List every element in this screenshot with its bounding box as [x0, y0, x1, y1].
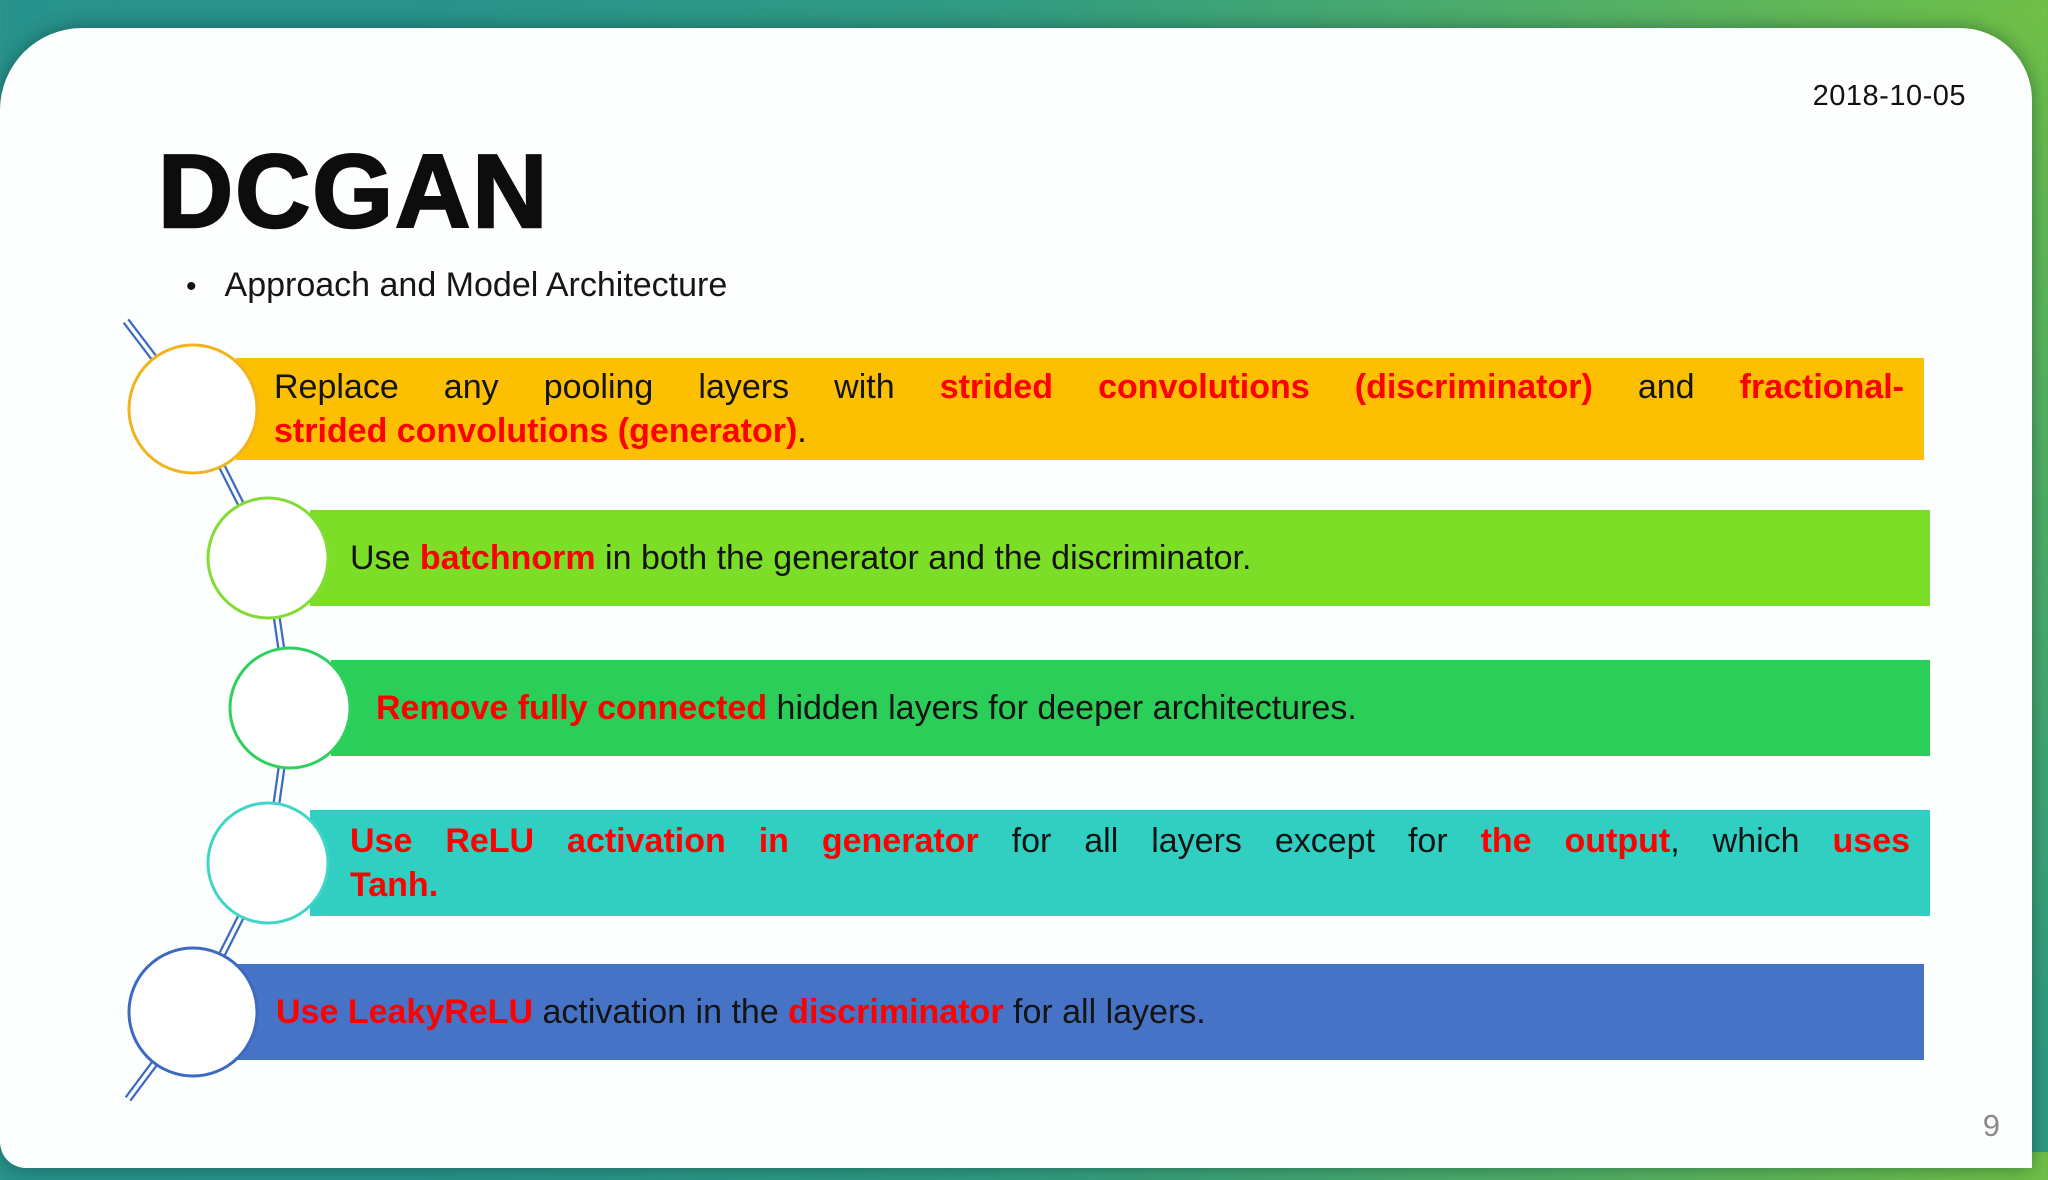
emphasis-text: the output — [1480, 822, 1671, 860]
emphasis-text: strided convolutions (generator) — [274, 412, 798, 450]
bar-text-line: Use ReLU activation in generator for all… — [350, 819, 1910, 863]
emphasis-text: Use ReLU activation in generator — [350, 822, 979, 860]
bar-text: Use — [350, 539, 420, 577]
bar-text-line: Use batchnorm in both the generator and … — [350, 536, 1910, 580]
bar-text: for all layers except for — [978, 822, 1481, 860]
bar-text: for all layers. — [1003, 993, 1206, 1031]
emphasis-text: Tanh. — [350, 866, 439, 904]
bar-text: . — [797, 412, 807, 450]
bar-text: , which — [1670, 822, 1833, 860]
bar-text-line: Use LeakyReLU activation in the discrimi… — [276, 990, 1904, 1034]
bullet-item: • Approach and Model Architecture — [186, 266, 727, 305]
process-bar-1: Replace any pooling layers with strided … — [236, 358, 1924, 460]
bar-text-line: Tanh. — [350, 863, 1910, 907]
emphasis-text: Remove fully connected — [376, 689, 768, 727]
emphasis-text: fractional- — [1739, 368, 1904, 406]
bar-text-line: Remove fully connected hidden layers for… — [376, 686, 1910, 730]
process-bar-2: Use batchnorm in both the generator and … — [310, 510, 1930, 606]
slide-card: 2018-10-05 DCGAN • Approach and Model Ar… — [0, 28, 2032, 1168]
emphasis-text: discriminator — [788, 993, 1004, 1031]
emphasis-text: batchnorm — [419, 539, 596, 577]
bar-text: activation in the — [533, 993, 789, 1031]
process-bar-3: Remove fully connected hidden layers for… — [331, 660, 1930, 756]
bar-text: Replace any pooling layers with — [274, 368, 940, 406]
bar-text-line: strided convolutions (generator). — [274, 409, 1904, 453]
emphasis-text: Use LeakyReLU — [276, 993, 534, 1031]
bar-text-line: Replace any pooling layers with strided … — [274, 365, 1904, 409]
bar-text: in both the generator and the discrimina… — [595, 539, 1252, 577]
process-bar-4: Use ReLU activation in generator for all… — [310, 810, 1930, 916]
process-bar-5: Use LeakyReLU activation in the discrimi… — [236, 964, 1924, 1060]
page-number: 9 — [1982, 1108, 2000, 1143]
emphasis-text: uses — [1832, 822, 1911, 860]
emphasis-text: strided convolutions (discriminator) — [939, 368, 1593, 406]
bar-text: hidden layers for deeper architectures. — [767, 689, 1357, 727]
bullet-icon: • — [186, 270, 197, 303]
slide-date: 2018-10-05 — [1812, 80, 1966, 112]
bar-text: and — [1592, 368, 1740, 406]
bullet-text: Approach and Model Architecture — [224, 266, 728, 304]
page-title: DCGAN — [157, 134, 550, 250]
